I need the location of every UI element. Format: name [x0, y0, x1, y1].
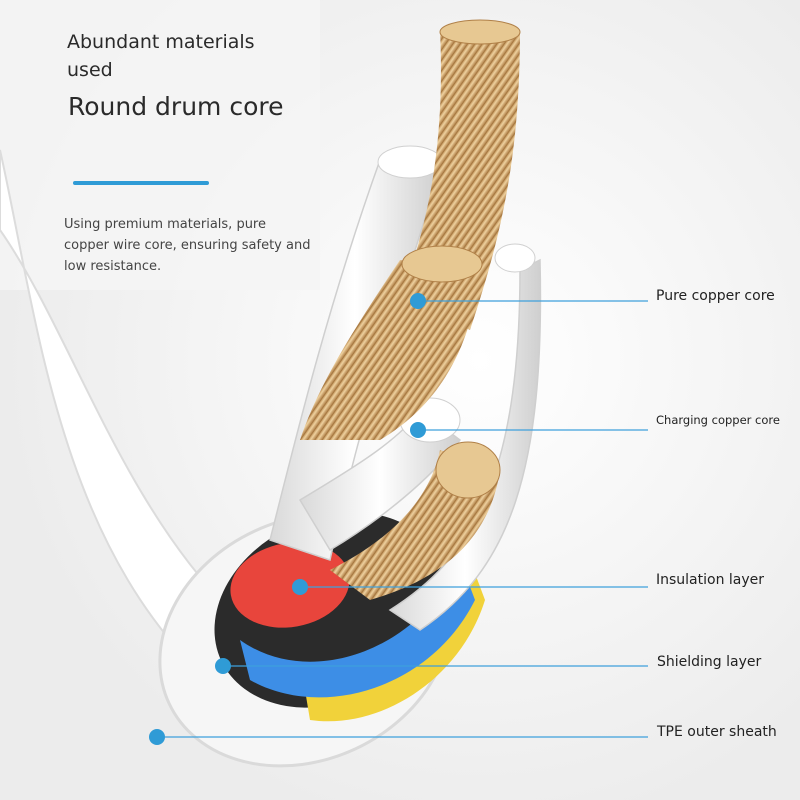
label-pure-copper-core: Pure copper core	[656, 288, 775, 304]
copper-core-tall-end	[439, 19, 521, 45]
white-tube-middle	[298, 408, 462, 552]
subtitle: Abundant materials used	[67, 31, 255, 81]
label-insulation-layer: Insulation layer	[656, 572, 765, 588]
charging-copper-core-end	[435, 441, 501, 499]
red-insulation	[230, 542, 350, 628]
accent-bar	[73, 181, 209, 185]
callout-dot-charging	[410, 422, 426, 438]
copper-core-twist-end	[401, 245, 483, 283]
description: Using premium materials, pure copper wir…	[64, 217, 311, 274]
callout-dot-insulation	[292, 579, 308, 595]
white-tube-right-end	[494, 243, 536, 273]
page-title: Round drum core	[68, 92, 284, 121]
copper-core-twist	[300, 260, 480, 440]
callout-dot-pure-copper	[410, 293, 426, 309]
label-charging-copper-core: Charging copper core	[656, 413, 780, 427]
label-shielding-layer: Shielding layer	[657, 654, 762, 670]
callout-dot-shielding	[215, 658, 231, 674]
shielding-layer	[240, 560, 475, 698]
callout-dot-tpe	[149, 729, 165, 745]
text-panel	[0, 0, 320, 290]
white-tube-left-end	[377, 145, 443, 179]
label-tpe-outer-sheath: TPE outer sheath	[657, 724, 777, 740]
